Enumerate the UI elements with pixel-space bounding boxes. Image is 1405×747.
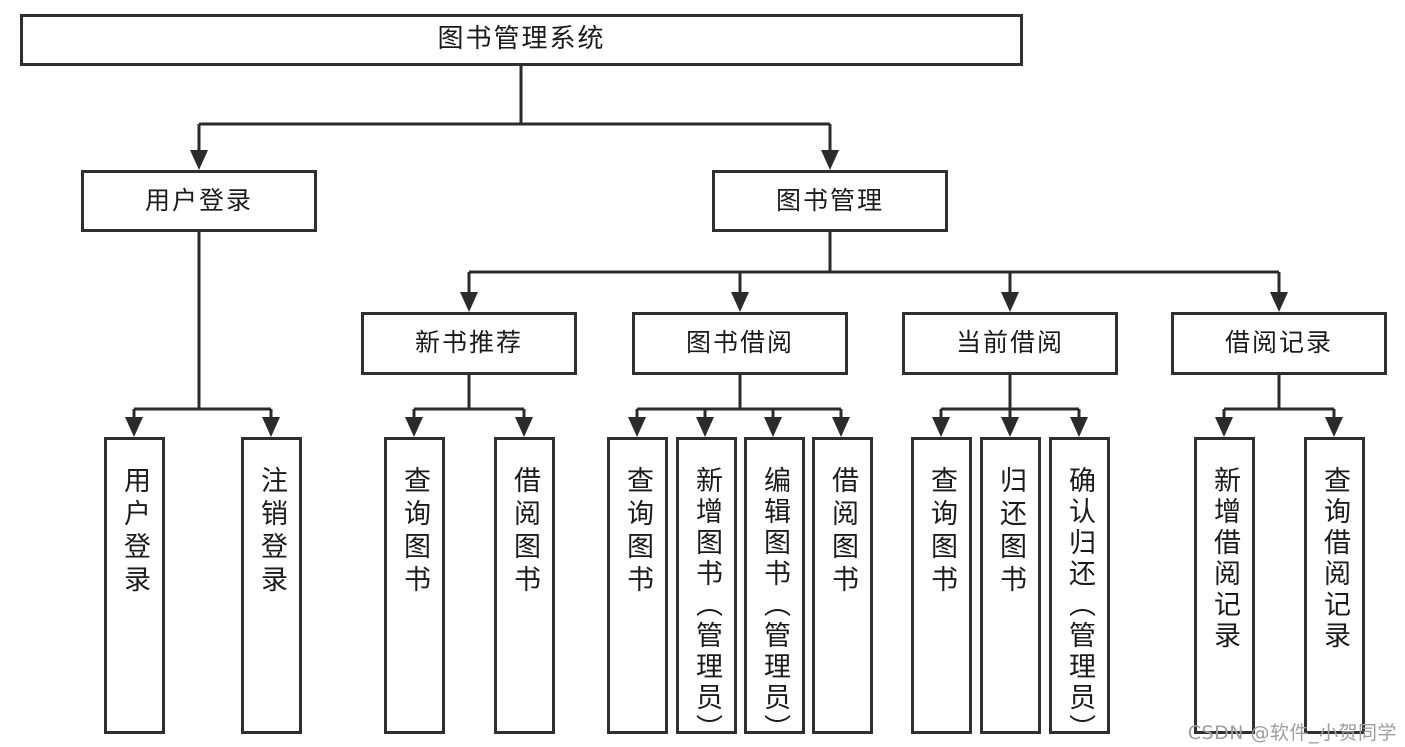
arrow-userlogin-to-leaf1 (125, 417, 143, 437)
arrow-borrow-to-leaf1 (628, 417, 646, 437)
arrow-new-to-leaf2 (515, 417, 533, 437)
node-label: 新增图书（管理员） (691, 466, 722, 745)
arrow-bookmgmt-to-borrow (731, 292, 749, 312)
node-label: 图书管理系统 (437, 24, 606, 55)
arrow-record-to-leaf1 (1215, 417, 1233, 437)
arrow-bookmgmt-to-record (1270, 292, 1288, 312)
node-label: 借阅图书 (509, 466, 540, 598)
node-label: 新书推荐 (414, 328, 523, 358)
node-label: 当前借阅 (955, 328, 1064, 358)
arrow-root-to-bookmgmt (821, 150, 839, 170)
node-book-management[interactable]: 图书管理 (712, 170, 948, 232)
node-label: 查询图书 (926, 466, 957, 598)
arrow-new-to-leaf1 (405, 417, 423, 437)
node-label: 图书借阅 (685, 328, 794, 358)
arrow-bookmgmt-to-current (1001, 292, 1019, 312)
node-book-borrow[interactable]: 图书借阅 (632, 312, 848, 375)
arrow-current-to-leaf1 (932, 417, 950, 437)
node-label: 归还图书 (995, 466, 1026, 598)
leaf-add-book-admin[interactable]: 新增图书（管理员） (676, 437, 737, 745)
arrow-root-to-userlogin (190, 150, 208, 170)
arrow-current-to-leaf3 (1070, 417, 1088, 437)
leaf-new-query-book[interactable]: 查询图书 (384, 437, 445, 734)
leaf-return-book[interactable]: 归还图书 (980, 437, 1041, 734)
node-label: 确认归还（管理员） (1064, 466, 1095, 745)
node-label: 图书管理 (775, 185, 884, 215)
node-user-login[interactable]: 用户登录 (81, 170, 317, 232)
leaf-new-borrow-book[interactable]: 借阅图书 (494, 437, 555, 734)
node-label: 编辑图书（管理员） (759, 466, 790, 745)
arrow-bookmgmt-to-new (460, 292, 478, 312)
leaf-query-borrow-record[interactable]: 查询借阅记录 (1304, 437, 1365, 734)
node-label: 用户登录 (144, 185, 253, 215)
arrow-borrow-to-leaf4 (832, 417, 850, 437)
node-label: 用户登录 (119, 466, 150, 598)
arrow-borrow-to-leaf3 (764, 417, 782, 437)
node-label: 注销登录 (256, 466, 287, 598)
leaf-borrow-book[interactable]: 借阅图书 (812, 437, 873, 734)
node-borrow-record[interactable]: 借阅记录 (1171, 312, 1387, 375)
leaf-logout[interactable]: 注销登录 (241, 437, 302, 734)
node-label: 借阅图书 (827, 466, 858, 598)
arrow-borrow-to-leaf2 (696, 417, 714, 437)
arrow-record-to-leaf2 (1325, 417, 1343, 437)
leaf-confirm-return-admin[interactable]: 确认归还（管理员） (1049, 437, 1110, 745)
node-label: 查询借阅记录 (1319, 466, 1350, 652)
leaf-add-borrow-record[interactable]: 新增借阅记录 (1194, 437, 1255, 734)
leaf-current-query-book[interactable]: 查询图书 (911, 437, 972, 734)
node-label: 查询图书 (622, 466, 653, 598)
arrow-current-to-leaf2 (1001, 417, 1019, 437)
node-current-borrow[interactable]: 当前借阅 (902, 312, 1118, 375)
leaf-borrow-query-book[interactable]: 查询图书 (607, 437, 668, 734)
leaf-user-login[interactable]: 用户登录 (104, 437, 165, 734)
arrow-userlogin-to-leaf2 (262, 417, 280, 437)
leaf-edit-book-admin[interactable]: 编辑图书（管理员） (744, 437, 805, 745)
node-root-book-management-system[interactable]: 图书管理系统 (20, 14, 1023, 66)
node-label: 查询图书 (399, 466, 430, 598)
csdn-watermark: CSDN @软件_小贺同学 (1187, 722, 1397, 744)
node-label: 新增借阅记录 (1209, 466, 1240, 652)
node-label: 借阅记录 (1224, 328, 1333, 358)
node-new-book-recommend[interactable]: 新书推荐 (361, 312, 577, 375)
